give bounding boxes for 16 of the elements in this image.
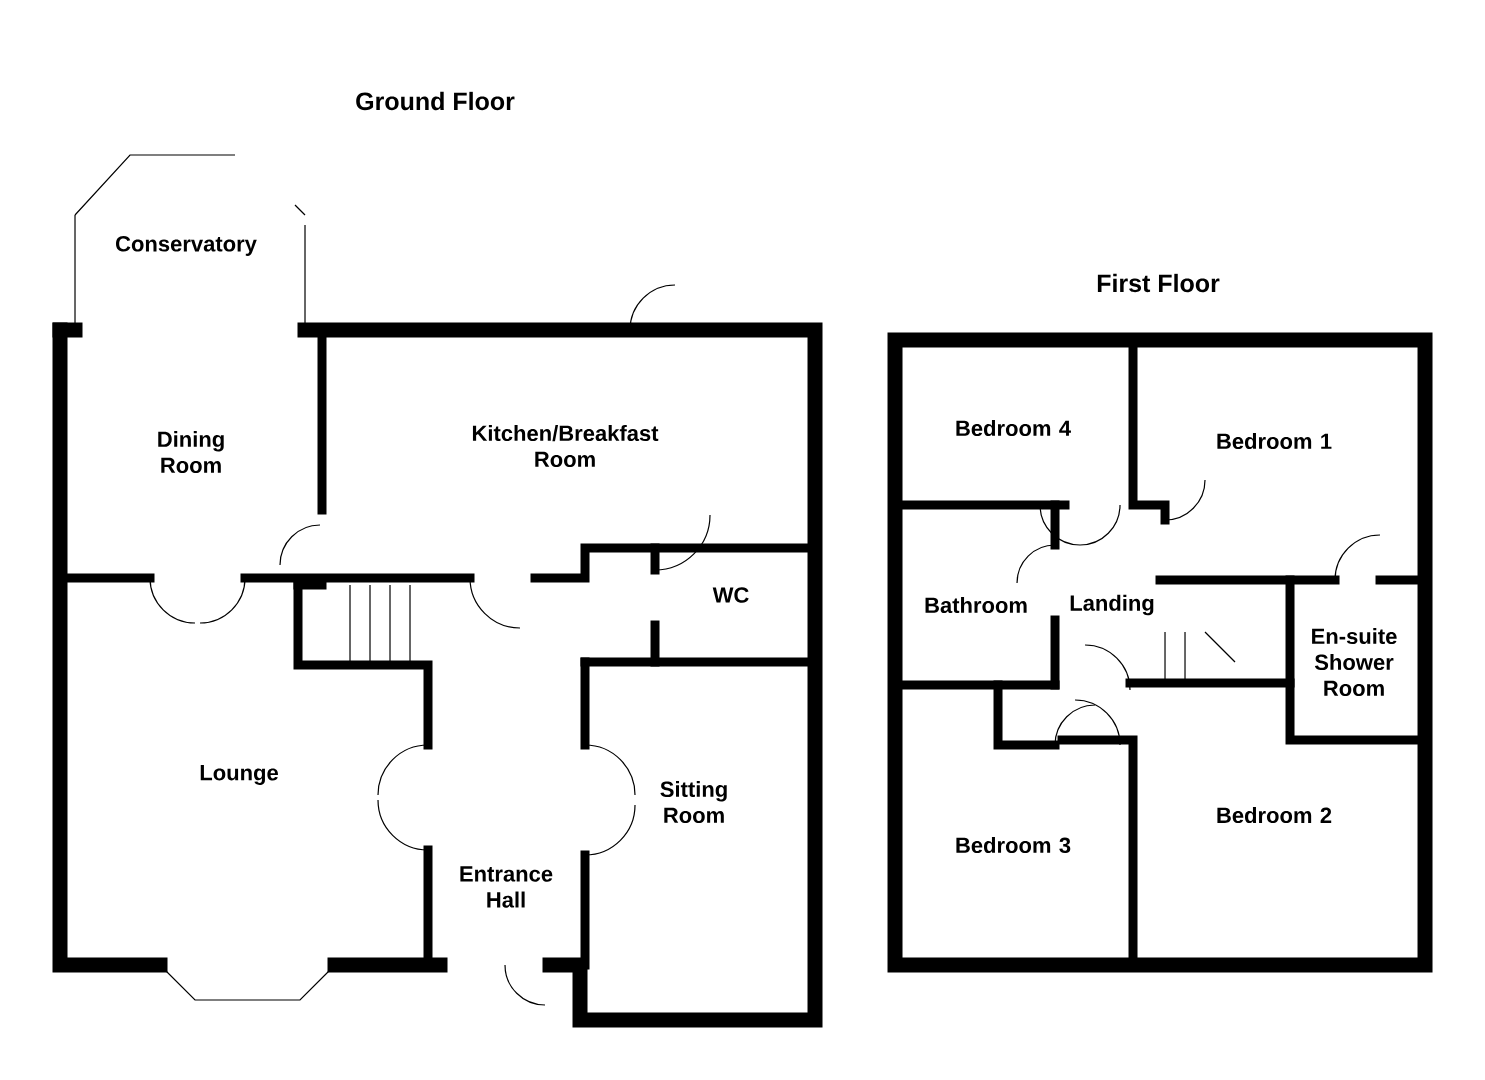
room-label: Dining Room xyxy=(158,430,224,474)
room-label: En-suite Shower Room xyxy=(1312,627,1397,697)
room-label: Bedroom 2 xyxy=(1217,806,1332,824)
room-label: Bedroom 4 xyxy=(956,419,1071,437)
room-label: Bedroom 1 xyxy=(1217,432,1332,450)
room-label: Landing xyxy=(1070,594,1154,616)
floor-title: Ground Floor xyxy=(356,91,515,111)
room-label: Bathroom xyxy=(925,596,1027,614)
room-label: Kitchen/Breakfast Room xyxy=(472,424,659,468)
room-label: Conservatory xyxy=(116,236,257,256)
floor-title: First Floor xyxy=(1097,273,1220,293)
room-label: WC xyxy=(712,587,749,603)
room-label: Lounge xyxy=(200,765,278,785)
room-label: Bedroom 3 xyxy=(956,836,1071,854)
room-label: Sitting Room xyxy=(660,780,727,824)
room-label: Entrance Hall xyxy=(460,866,553,908)
